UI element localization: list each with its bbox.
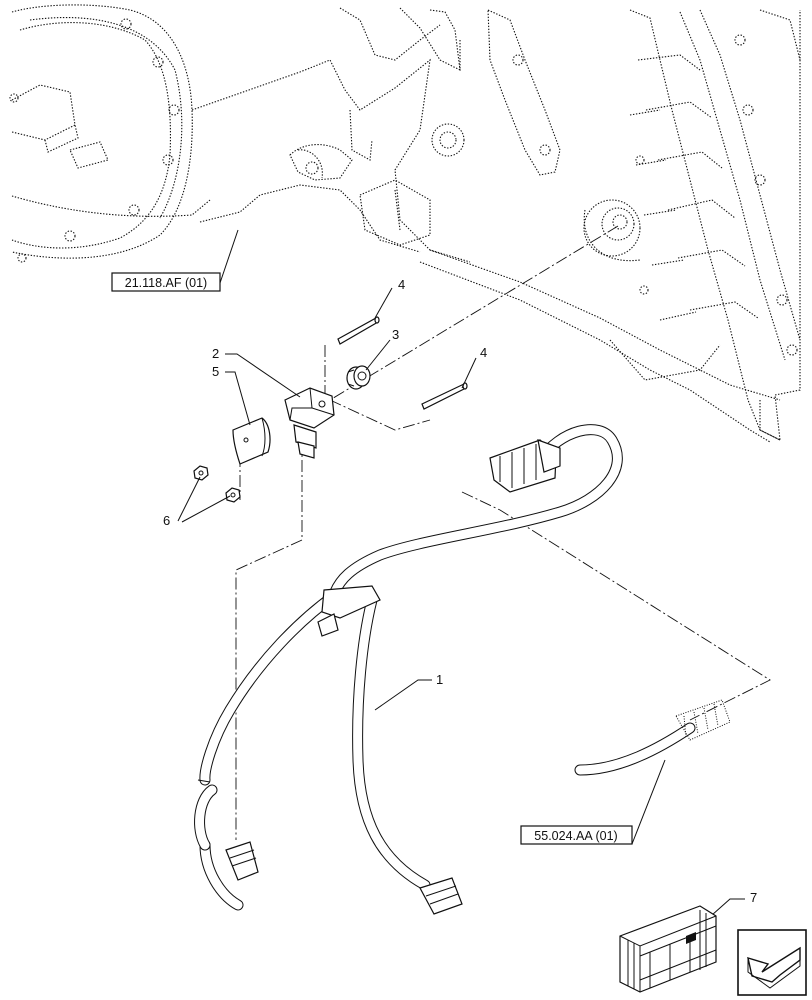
callout-3: 3 (392, 327, 399, 342)
callout-4-upper: 4 (398, 277, 405, 292)
callout-labels: 4 3 4 2 5 6 1 7 (163, 277, 757, 905)
flywheel-housing (9, 4, 193, 263)
callout-7: 7 (750, 890, 757, 905)
engine-block-ref[interactable]: 21.118.AF (01) (111, 229, 239, 292)
grommet-part (346, 365, 371, 390)
bracket-part (232, 417, 271, 465)
engine-block-ref-label: 21.118.AF (01) (125, 276, 207, 290)
callout-1: 1 (436, 672, 443, 687)
engine-block (11, 7, 471, 263)
mating-harness (574, 699, 731, 845)
sensor-part (284, 387, 335, 459)
dowel-pin-upper (337, 316, 380, 345)
crate-icon (619, 905, 717, 993)
callout-4-lower: 4 (480, 345, 487, 360)
nut-lower (225, 487, 241, 503)
callout-2: 2 (212, 346, 219, 361)
callout-leaders (177, 287, 745, 916)
harness-ref-label: 55.024.AA (01) (534, 829, 617, 843)
arrow-nav-icon[interactable] (737, 929, 807, 996)
harness-ref[interactable]: 55.024.AA (01) (520, 825, 633, 845)
wiring-harness (194, 424, 623, 915)
assembly-center-lines (235, 225, 771, 840)
dowel-pin-lower (421, 382, 468, 410)
callout-5: 5 (212, 364, 219, 379)
nut-upper (193, 465, 209, 481)
crankcase-side (419, 9, 781, 443)
oil-pan-ribs (609, 9, 801, 441)
callout-6: 6 (163, 513, 170, 528)
